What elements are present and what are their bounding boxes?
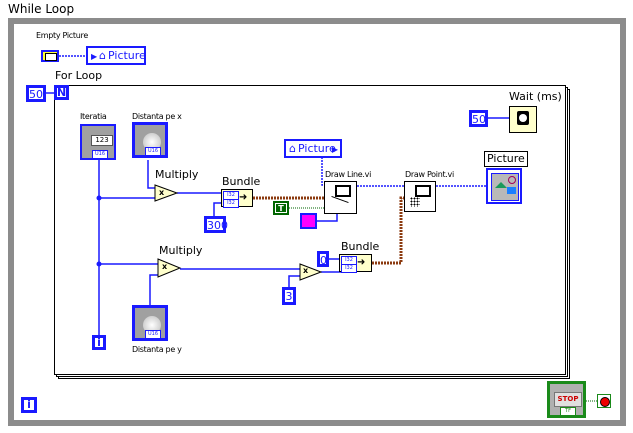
picture-icon xyxy=(335,185,351,197)
multiply-small-symbol: x xyxy=(303,266,309,275)
wait-ms-constant[interactable]: 50 xyxy=(469,110,488,127)
wait-node[interactable] xyxy=(509,106,537,133)
wire-dist-y xyxy=(149,274,158,305)
bundle-top-label: Bundle xyxy=(222,175,261,188)
wire-3 xyxy=(288,275,300,287)
bundle-top-node[interactable]: I32 I32 ➜ xyxy=(221,189,253,208)
arrow-right-icon: ▶ xyxy=(331,145,338,154)
knob-icon xyxy=(143,133,161,151)
stop-button-label: STOP xyxy=(554,392,582,407)
bundle-bottom-node[interactable]: I32 I32 ➜ xyxy=(339,254,372,273)
bundle-bottom-label: Bundle xyxy=(341,240,380,253)
for-iteration-terminal: i xyxy=(92,335,106,350)
while-iteration-terminal: i xyxy=(21,397,37,413)
color-constant[interactable] xyxy=(300,213,317,229)
arrow-right-icon: ▶ xyxy=(91,52,98,61)
color-wire xyxy=(317,213,338,222)
picture-indicator-icon xyxy=(491,173,519,201)
cluster-wire-bottom xyxy=(372,196,406,265)
iteratia-control[interactable]: 123 U16 xyxy=(80,124,116,160)
constant-3[interactable]: 3 xyxy=(282,287,296,305)
multiply-top-label: Multiply xyxy=(155,168,199,181)
picture-local-ref-mid[interactable]: ⌂ Picture ▶ xyxy=(284,139,342,158)
stop-button-control[interactable]: STOP TF xyxy=(547,381,586,418)
constant-0[interactable]: 0 xyxy=(317,251,329,267)
picture-local-ref-top[interactable]: ▶ ⌂ Picture xyxy=(86,46,146,65)
iteratia-value: 123 xyxy=(91,135,113,146)
type-badge: TF xyxy=(560,407,576,416)
draw-point-label: Draw Point.vi xyxy=(405,170,454,179)
point-grid-icon xyxy=(410,197,420,207)
wire-300 xyxy=(213,202,222,216)
picture-indicator[interactable] xyxy=(486,168,522,204)
bundle-arrow-icon: ➜ xyxy=(239,192,248,203)
distanta-y-control[interactable]: U16 xyxy=(132,305,168,341)
for-loop-label: For Loop xyxy=(55,69,103,82)
picture-icon xyxy=(415,185,431,197)
loop-count-constant[interactable]: 50 xyxy=(26,85,46,102)
bundle-arrow-icon: ➜ xyxy=(357,257,366,268)
draw-line-node[interactable] xyxy=(324,181,357,214)
picture-constant-icon xyxy=(45,53,57,61)
empty-picture-constant[interactable] xyxy=(41,50,59,62)
wait-label: Wait (ms) xyxy=(509,90,562,103)
home-icon: ⌂ xyxy=(99,49,106,62)
bundle-input-1: I32 xyxy=(223,199,239,208)
count-terminal: N xyxy=(54,85,69,100)
draw-point-node[interactable] xyxy=(404,181,436,212)
line-icon xyxy=(331,195,349,204)
distanta-x-label: Distanta pe x xyxy=(132,112,182,121)
boolean-true-constant[interactable]: T xyxy=(273,201,289,215)
distanta-x-control[interactable]: U16 xyxy=(132,122,168,158)
multiply-top-symbol: x xyxy=(159,188,165,197)
bundle-input-1: I32 xyxy=(341,264,357,273)
picture-ref-label: Picture xyxy=(108,49,146,62)
wire-dist-x xyxy=(147,160,155,189)
draw-line-label: Draw Line.vi xyxy=(325,170,372,179)
constant-300[interactable]: 300 xyxy=(204,216,228,233)
home-icon: ⌂ xyxy=(289,142,296,155)
distanta-y-label: Distanta pe y xyxy=(132,345,182,354)
multiply-bottom-symbol: x xyxy=(162,262,168,271)
stop-if-true-icon xyxy=(600,397,610,407)
iteratia-label: Iteratia xyxy=(80,112,107,121)
boolean-value: T xyxy=(276,204,286,213)
empty-picture-label: Empty Picture xyxy=(36,31,88,40)
loop-condition-terminal[interactable] xyxy=(597,394,611,408)
while-loop-label: While Loop xyxy=(8,2,75,16)
multiply-bottom-label: Multiply xyxy=(159,244,203,257)
type-badge: U16 xyxy=(145,147,161,156)
type-badge: U16 xyxy=(145,330,161,339)
picture-indicator-label: Picture xyxy=(484,151,528,167)
knob-icon xyxy=(143,316,161,334)
type-badge: U16 xyxy=(92,150,108,159)
picture-ref-label: Picture xyxy=(298,142,336,155)
